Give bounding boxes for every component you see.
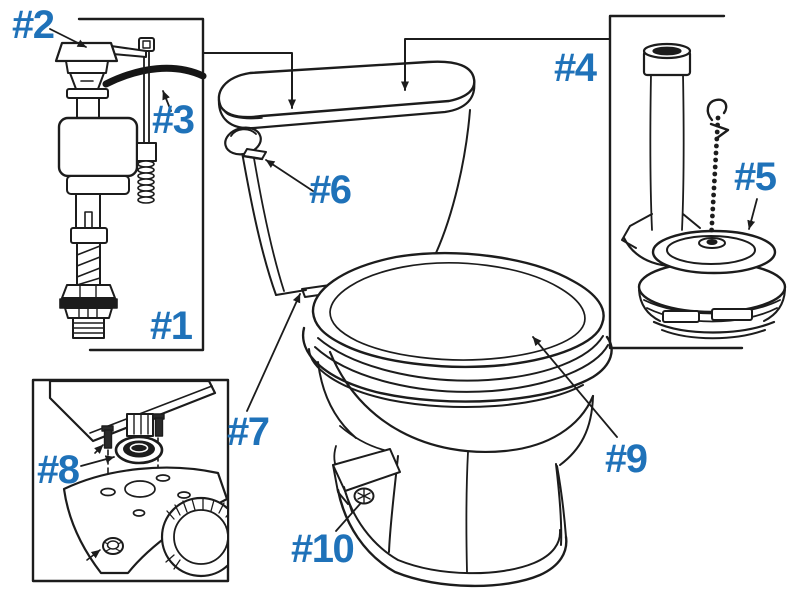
flange-bolt	[102, 537, 124, 555]
line-to-bolt-cap	[335, 503, 361, 532]
arrow-to-refill-tube	[162, 90, 172, 112]
flush-valve-seat	[637, 260, 787, 340]
part-label-8: #8	[37, 448, 80, 492]
tank-bolt	[101, 413, 165, 449]
part-label-3: #3	[152, 98, 195, 142]
callout-flush-valve-location	[401, 38, 611, 91]
base	[332, 448, 568, 588]
tank-lid	[217, 60, 476, 119]
arrow-to-trip-lever	[265, 159, 314, 192]
flush-valve-frame	[608, 14, 744, 350]
part-label-5: #5	[734, 155, 777, 199]
tank-to-bowl-gasket	[114, 435, 164, 465]
part-label-2: #2	[12, 3, 55, 47]
part-label-7: #7	[227, 410, 270, 454]
float-cup	[57, 116, 139, 178]
part-label-9: #9	[605, 437, 648, 481]
fill-valve-assembly	[49, 17, 207, 352]
overflow-tube	[642, 42, 692, 231]
tank-body	[238, 112, 470, 295]
part-label-4: #4	[554, 46, 597, 90]
base-bolt-cap	[353, 487, 375, 505]
flapper-chain	[706, 98, 730, 233]
bowl-rim	[301, 326, 613, 403]
refill-tube	[102, 64, 207, 88]
arrow-to-junction	[246, 293, 301, 412]
knurled-inlet	[160, 496, 227, 578]
fill-valve-cap	[54, 41, 119, 63]
toilet-seat	[311, 251, 609, 393]
toilet-drawing	[202, 38, 618, 588]
arrow-to-flapper	[747, 198, 758, 230]
part-label-10: #10	[291, 527, 355, 571]
part-label-6: #6	[309, 168, 352, 212]
flapper	[651, 229, 777, 275]
arrow-to-gasket	[80, 455, 115, 467]
fill-valve-frame	[77, 17, 205, 352]
tank-trip-lever	[224, 126, 267, 161]
adjustment-spring	[137, 160, 155, 204]
gasket-detail-box	[31, 378, 230, 583]
part-label-1: #1	[150, 304, 193, 348]
callout-fill-valve-location	[202, 52, 296, 109]
flush-valve-assembly	[608, 14, 787, 350]
bowl	[328, 350, 595, 453]
arrow-to-fill-valve-cap	[49, 28, 87, 48]
arrow-to-seat	[532, 336, 618, 438]
